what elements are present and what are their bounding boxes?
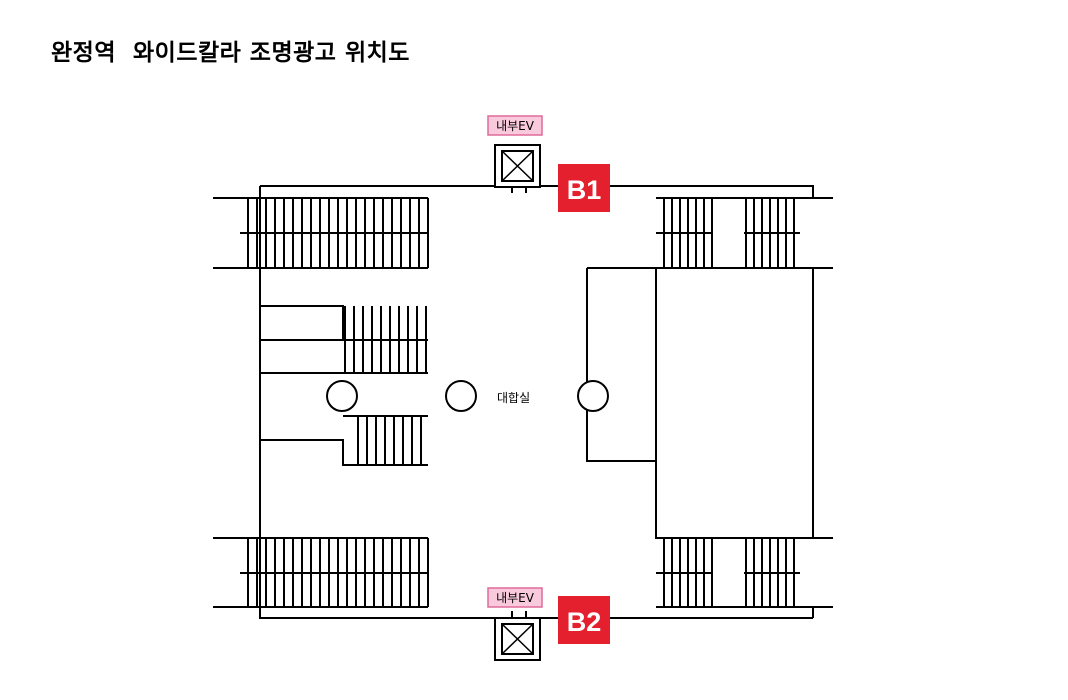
stairs-mid-left-lower bbox=[357, 416, 422, 465]
stairs-mid-left-upper bbox=[344, 306, 427, 373]
marker-b2-label: B2 bbox=[567, 607, 602, 637]
marker-b2-box bbox=[558, 596, 610, 644]
elevator-bottom: 내부EV bbox=[487, 587, 543, 661]
column-left bbox=[326, 380, 358, 412]
elevator-top-label-box bbox=[487, 115, 543, 136]
column-right bbox=[577, 380, 609, 412]
columns bbox=[326, 380, 609, 412]
elevator-bottom-label-box bbox=[487, 587, 543, 608]
marker-b1: B1 bbox=[558, 164, 610, 212]
stairs-bottom-right-a bbox=[663, 538, 713, 607]
elevator-top-cross-icon bbox=[501, 150, 534, 182]
stairs-bottom-right-b bbox=[745, 538, 795, 607]
concourse-label: 대합실 bbox=[497, 391, 530, 405]
stairs-top-right-a bbox=[663, 198, 713, 268]
marker-b2: B2 bbox=[558, 596, 610, 644]
stairs-bottom-left bbox=[247, 538, 429, 607]
elevator-bottom-cross-icon bbox=[501, 623, 534, 655]
stair-treads bbox=[247, 198, 795, 607]
page-title: 완정역 와이드칼라 조명광고 위치도 bbox=[51, 40, 410, 66]
marker-b1-box bbox=[558, 164, 610, 212]
column-center bbox=[445, 380, 477, 412]
elevator-top-label: 내부EV bbox=[496, 119, 535, 133]
marker-b1-label: B1 bbox=[567, 175, 602, 205]
stairs-top-left bbox=[247, 198, 429, 268]
stairs-top-right-b bbox=[745, 198, 795, 268]
elevator-bottom-label: 내부EV bbox=[496, 591, 535, 605]
elevator-top: 내부EV bbox=[487, 115, 543, 188]
